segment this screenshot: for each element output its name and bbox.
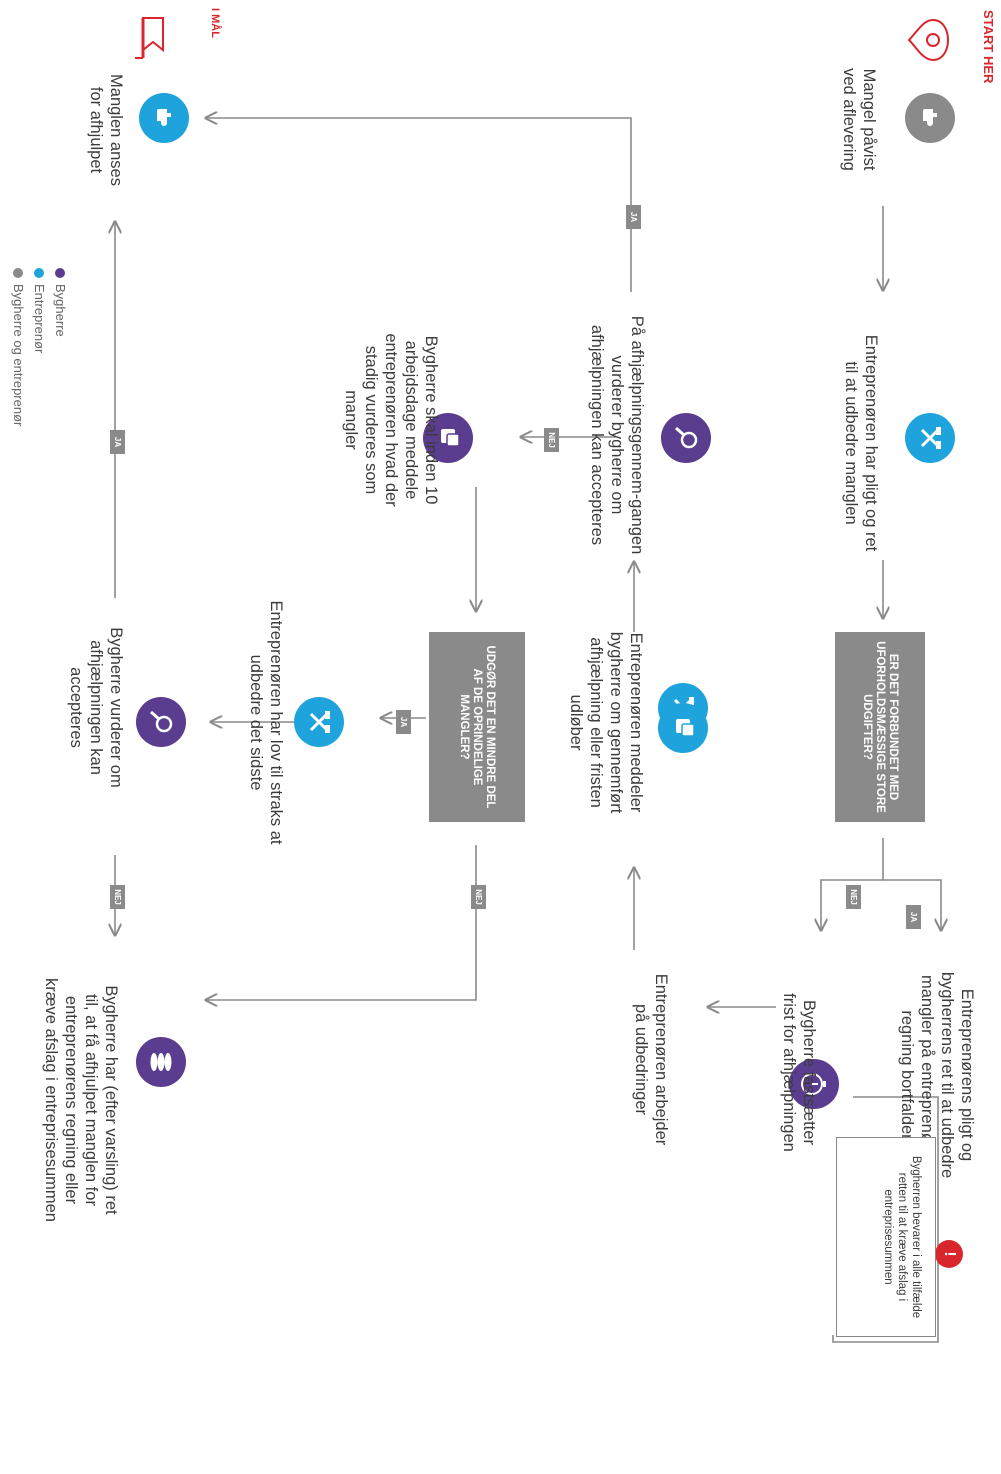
tag-yes-3: JA — [396, 710, 411, 734]
node-may-fix-rest: Entreprenøren har lov til straks at udbe… — [247, 600, 285, 845]
note-bracket — [832, 1096, 939, 1343]
goal-flag-icon — [135, 17, 164, 59]
magnifier-icon — [661, 413, 711, 463]
tag-no-2: NEJ — [544, 428, 559, 452]
tag-yes-1: JA — [906, 905, 921, 929]
coins-icon — [136, 1037, 186, 1087]
node-inspection: På afhjælpningsgennem-gangen vurderer by… — [588, 315, 646, 555]
tag-yes-4: JA — [110, 430, 125, 454]
node-owner-evaluates: Bygherre vurderer om afhjælpningen kan a… — [67, 627, 125, 788]
arrow-n10-no-n13 — [206, 845, 477, 1000]
stopwatch-icon — [789, 1059, 839, 1109]
hammer-wrench-icon — [905, 413, 955, 463]
arrow-n3-no — [821, 879, 883, 930]
question-minor-part: Udgør det en mindre del af de oprindelig… — [429, 632, 525, 822]
legend-item-contractor: Entreprenør — [29, 268, 50, 426]
node-notify-completion: Entreprenøren meddeler bygherre om genne… — [567, 631, 645, 814]
tag-no-3: NEJ — [471, 885, 486, 909]
arrow-n8-yes-n14 — [206, 118, 632, 292]
message-icon — [658, 703, 708, 753]
start-label: START HER — [981, 10, 996, 84]
node-defect-remedied: Manglen anses for afhjulpet — [87, 74, 125, 186]
exclamation-icon: ! — [935, 1240, 963, 1268]
node-contractor-works: Entreprenøren arbejder på udbedringer — [632, 973, 670, 1146]
legend-dot-owner — [55, 268, 66, 278]
hand-icon — [905, 93, 955, 143]
node-owner-rights: Bygherre har (efter varsling) ret til, a… — [42, 978, 120, 1222]
hammer-wrench-icon-3 — [294, 697, 344, 747]
hand-icon-2 — [139, 93, 189, 143]
node-defect-found: Mangel påvist ved aflevering — [840, 68, 878, 171]
arrow-n3-yes — [882, 838, 941, 930]
legend-dot-contractor — [34, 268, 45, 278]
goal-label: I MÅL — [209, 8, 221, 38]
legend-dot-both — [13, 268, 24, 278]
legend-item-both: Bygherre og entreprenør — [8, 268, 29, 426]
node-contractor-duty: Entreprenøren har pligt og ret til at ud… — [842, 334, 880, 552]
node-10-days-notice: Bygherre skal inden 10 arbejdsdage medde… — [342, 333, 440, 507]
magnifier-icon-2 — [136, 697, 186, 747]
node-set-deadline: Bygherre fastsætter frist for afhjælpnin… — [780, 993, 818, 1152]
legend-item-owner: Bygherre — [50, 268, 71, 426]
legend: Bygherre Entreprenør Bygherre og entrepr… — [8, 268, 71, 426]
tag-yes-2: JA — [626, 205, 641, 229]
message-icon-2 — [423, 413, 473, 463]
note-box: Bygherren bevarer i alle tilfælde retten… — [836, 1137, 936, 1337]
tag-no-1: NEJ — [846, 885, 861, 909]
tag-no-4: NEJ — [110, 885, 125, 909]
start-marker — [907, 18, 949, 62]
question-disproportionate-cost: Er det forbundet med uforholdsmæssige st… — [835, 632, 925, 822]
